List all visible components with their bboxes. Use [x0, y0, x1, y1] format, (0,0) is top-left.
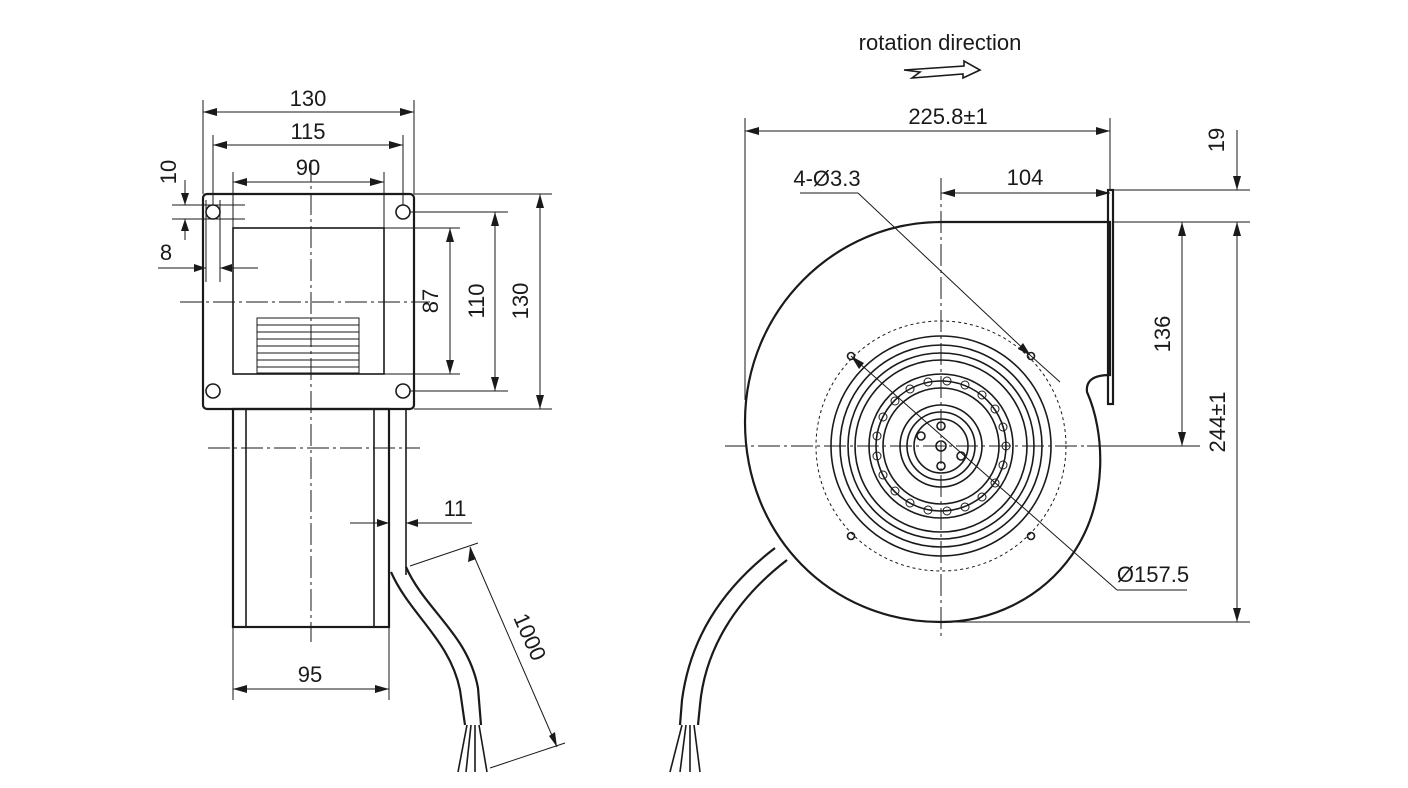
dim-19: 19	[1204, 128, 1229, 152]
dim-225: 225.8±1	[908, 104, 987, 129]
mount-hole	[205, 383, 221, 399]
mount-hole	[205, 204, 221, 220]
dim-90: 90	[296, 155, 320, 180]
front-cable-wires	[669, 724, 701, 773]
rotation-direction-label: rotation direction	[859, 30, 1022, 55]
cable	[389, 571, 467, 726]
cable-wires	[457, 724, 488, 773]
mount-hole	[395, 383, 411, 399]
dim-244: 244±1	[1205, 391, 1230, 452]
dim-130-width: 130	[290, 86, 327, 111]
front-cable	[678, 547, 776, 726]
rotation-arrow-icon	[903, 59, 982, 80]
hole-label: 4-Ø3.3	[793, 166, 860, 191]
dim-104: 104	[1007, 165, 1044, 190]
dim-110: 110	[464, 283, 489, 318]
dim-95: 95	[298, 662, 322, 687]
outlet-opening	[232, 227, 385, 375]
dim-115: 115	[290, 119, 325, 144]
mount-hole	[1026, 351, 1036, 361]
impeller-blades	[256, 317, 360, 374]
side-view: 130 115 90 10 8	[156, 86, 566, 773]
vent-holes	[872, 376, 1011, 516]
dim-136: 136	[1150, 316, 1175, 353]
mount-hole	[846, 531, 856, 541]
mount-hole	[395, 204, 411, 220]
dim-130-height: 130	[508, 283, 533, 320]
mount-hole	[1026, 531, 1036, 541]
diameter-label: Ø157.5	[1117, 562, 1189, 587]
dim-1000: 1000	[508, 610, 551, 665]
dim-10: 10	[156, 160, 181, 184]
dim-87: 87	[418, 289, 443, 313]
mount-hole	[846, 351, 856, 361]
dim-11: 11	[444, 496, 467, 521]
front-view: rotation direction	[669, 30, 1250, 773]
dim-8: 8	[160, 240, 172, 265]
